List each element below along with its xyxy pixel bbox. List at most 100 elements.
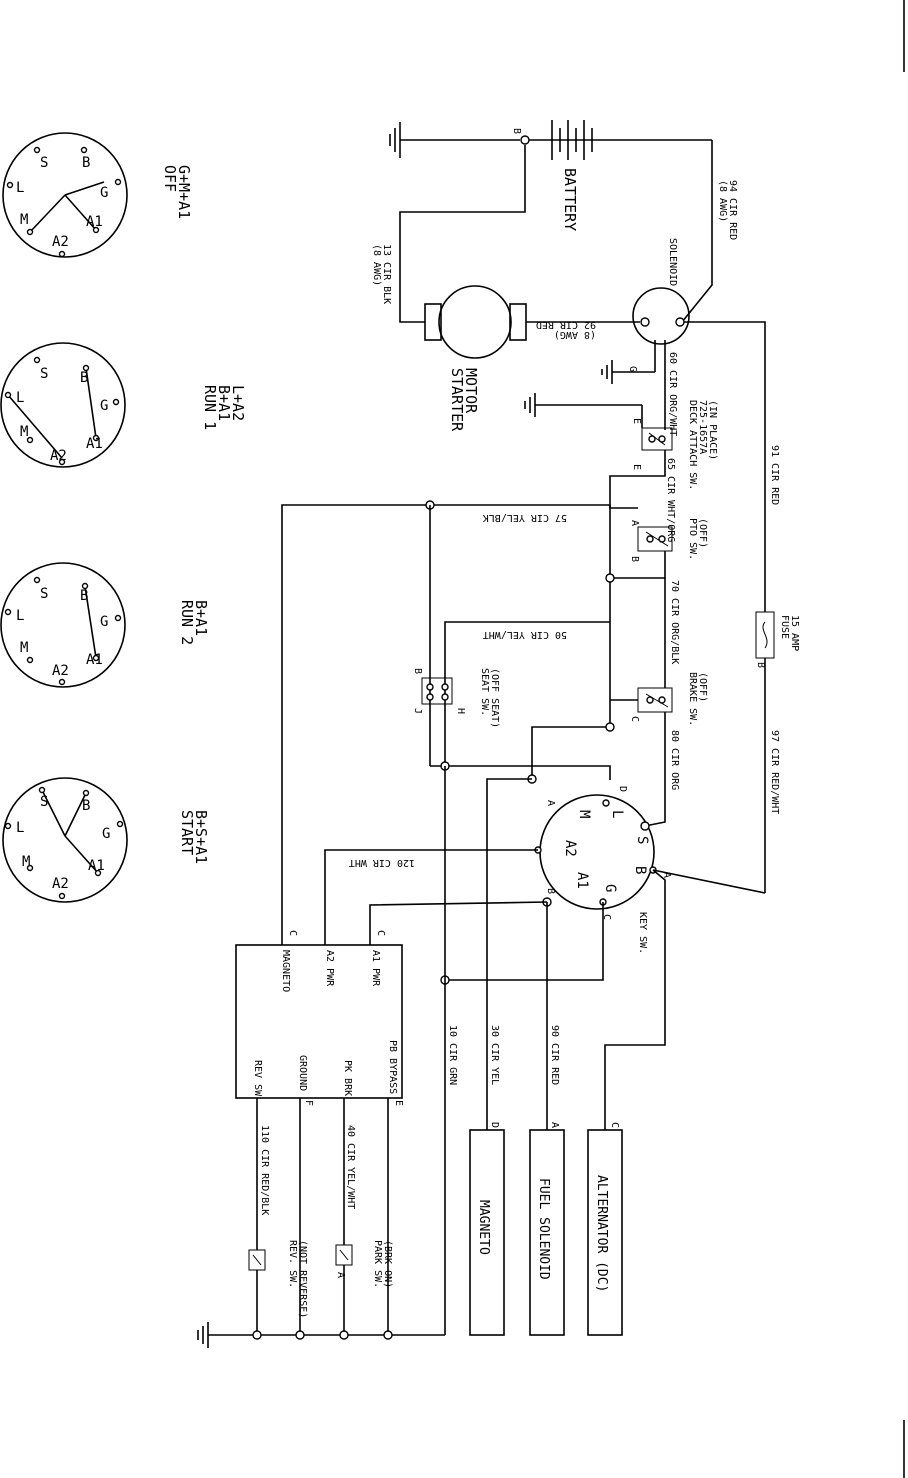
wire-13-label: 13 CIR BLK bbox=[381, 244, 392, 304]
fuse-label: FUSE bbox=[779, 615, 790, 639]
pto-switch-label: PTO SW. bbox=[687, 518, 698, 560]
wire-30-label: 30 CIR YEL bbox=[489, 1025, 500, 1085]
wire-a1-power bbox=[369, 901, 548, 945]
position-name-start: START bbox=[178, 810, 196, 855]
key-terminal-b: B bbox=[632, 866, 648, 874]
wire-92-gauge: (8 AWG) bbox=[554, 329, 596, 340]
alternator-box: ALTERNATOR (DC) C bbox=[587, 1122, 623, 1336]
terminal-g: G bbox=[100, 398, 108, 414]
wire-94-gauge: (8 AWG) bbox=[717, 180, 728, 222]
brake-switch: BRAKE SW. (OFF) C bbox=[629, 672, 708, 726]
module-conn-c: C bbox=[375, 930, 386, 936]
position-combo-run1: B+A1 bbox=[215, 385, 233, 421]
wire-80-label: 80 CIR ORG bbox=[669, 730, 680, 790]
position-name-off: OFF bbox=[161, 165, 179, 192]
solenoid-label: SOLENOID bbox=[667, 238, 678, 286]
deck-switch-label: DECK ATTACH SW. bbox=[687, 400, 698, 490]
terminal-a1: A1 bbox=[88, 858, 105, 874]
key-position-start: S B L G M A1 A2 START B+S+A1 bbox=[2, 777, 210, 903]
wire-65-label: 65 CIR WHT/ORG bbox=[665, 458, 676, 542]
terminal-s: S bbox=[40, 586, 48, 602]
terminal-l: L bbox=[16, 820, 24, 836]
starter-label-line2: MOTOR bbox=[462, 368, 480, 414]
starter-label-line1: STARTER bbox=[448, 368, 466, 432]
terminal-s: S bbox=[40, 366, 48, 382]
key-terminal-l: L bbox=[609, 810, 625, 818]
module-pin-magneto: MAGNETO bbox=[280, 950, 291, 992]
control-module: A1 PWR A2 PWR MAGNETO PB BYPASS PK BRK G… bbox=[235, 930, 404, 1106]
key-pin-a2: A bbox=[661, 872, 672, 878]
magneto-pin-d: D bbox=[489, 1122, 500, 1128]
rev-switch-label: REV. SW. bbox=[287, 1240, 298, 1288]
terminal-a2: A2 bbox=[52, 876, 69, 892]
wire-110-label: 110 CIR RED/BLK bbox=[259, 1125, 270, 1215]
wire-120-label: 120 CIR WHT bbox=[349, 857, 415, 868]
key-switch-label: KEY SW. bbox=[637, 912, 648, 954]
seat-switch-state: (OFF SEAT) bbox=[489, 668, 500, 728]
wire-90-label: 90 CIR RED bbox=[549, 1025, 560, 1085]
terminal-b: B bbox=[82, 798, 90, 814]
key-position-off: S B L G M A1 A2 OFF G+M+A1 bbox=[2, 132, 193, 258]
module-conn-e: E bbox=[393, 1100, 404, 1106]
wire-94-red bbox=[681, 140, 713, 323]
deck-switch-part: 725-1657A bbox=[697, 400, 708, 454]
seat-terminal-b: B bbox=[412, 668, 423, 674]
wire-120-wht bbox=[324, 849, 538, 945]
module-pin-pk-brk: PK BRK bbox=[342, 1060, 353, 1096]
key-terminal-m: M bbox=[576, 810, 592, 818]
key-pin-b: B bbox=[545, 888, 556, 894]
deck-terminal-e2: E bbox=[631, 464, 642, 470]
terminal-a2: A2 bbox=[52, 663, 69, 679]
position-combo-off: G+M+A1 bbox=[175, 165, 193, 219]
terminal-s: S bbox=[40, 794, 48, 810]
wire-57-label: 57 CIR YEL/BLK bbox=[483, 512, 567, 523]
key-terminal-g: G bbox=[602, 884, 618, 892]
position-combo2-run1: L+A2 bbox=[229, 385, 247, 421]
wire-65 bbox=[609, 450, 666, 509]
deck-attach-switch: DECK ATTACH SW. 725-1657A (IN PLACE) E E bbox=[535, 400, 718, 490]
terminal-l: L bbox=[16, 180, 24, 196]
wire-13-gauge: (8 AWG) bbox=[371, 244, 382, 286]
fuse-terminal-b: B bbox=[755, 662, 766, 668]
pto-terminal-a: A bbox=[629, 520, 640, 526]
wire-94-label: 94 CIR RED bbox=[727, 180, 738, 240]
brake-switch-state: (OFF) bbox=[697, 672, 708, 702]
reverse-switch: REV. SW. (NOT REVERSE) bbox=[248, 1240, 308, 1318]
wire-key-ground bbox=[445, 902, 604, 981]
alternator-label: ALTERNATOR (DC) bbox=[594, 1175, 609, 1292]
wire-50-yel-wht bbox=[444, 621, 610, 766]
key-position-run2: S B L G M A1 A2 RUN 2 B+A1 bbox=[0, 562, 210, 688]
fuse-rating: 15 AMP bbox=[789, 615, 800, 651]
terminal-a2: A2 bbox=[50, 448, 67, 464]
terminal-b: B bbox=[80, 588, 88, 604]
magneto-label: MAGNETO bbox=[476, 1200, 491, 1255]
key-pin-d: D bbox=[617, 786, 628, 792]
key-position-run1: S B L G M A1 A2 RUN 1 B+A1 L+A2 bbox=[0, 342, 247, 468]
wire-30-yel bbox=[486, 778, 532, 1130]
seat-switch: SEAT SW. (OFF SEAT) B J H bbox=[412, 668, 500, 728]
junction bbox=[605, 722, 615, 732]
key-terminal-a2: A2 bbox=[562, 840, 578, 857]
battery: BATTERY B bbox=[389, 120, 712, 231]
terminal-g: G bbox=[100, 614, 108, 630]
brake-terminal-c: C bbox=[629, 716, 640, 722]
terminal-g: G bbox=[100, 185, 108, 201]
wire-92-label: 92 CIR RED bbox=[536, 319, 596, 330]
rev-switch-state: (NOT REVERSE) bbox=[297, 1240, 308, 1318]
terminal-l: L bbox=[16, 608, 24, 624]
fuse: FUSE 15 AMP B bbox=[755, 611, 800, 893]
terminal-m: M bbox=[20, 424, 28, 440]
terminal-s: S bbox=[40, 155, 48, 171]
wire-alternator-c bbox=[604, 869, 666, 1130]
terminal-a1: A1 bbox=[86, 652, 103, 668]
junction bbox=[383, 1330, 393, 1340]
seat-terminal-h: H bbox=[455, 708, 466, 714]
module-pin-pb-bypass: PB BYPASS bbox=[387, 1040, 398, 1094]
wire-13-black bbox=[399, 145, 526, 323]
key-terminal-a1: A1 bbox=[574, 872, 590, 889]
junction bbox=[252, 1330, 262, 1340]
wire-97-label: 97 CIR RED/WHT bbox=[769, 730, 780, 814]
module-pin-ground: GROUND bbox=[297, 1055, 308, 1091]
solenoid: SOLENOID bbox=[632, 238, 690, 430]
junction bbox=[339, 1330, 349, 1340]
